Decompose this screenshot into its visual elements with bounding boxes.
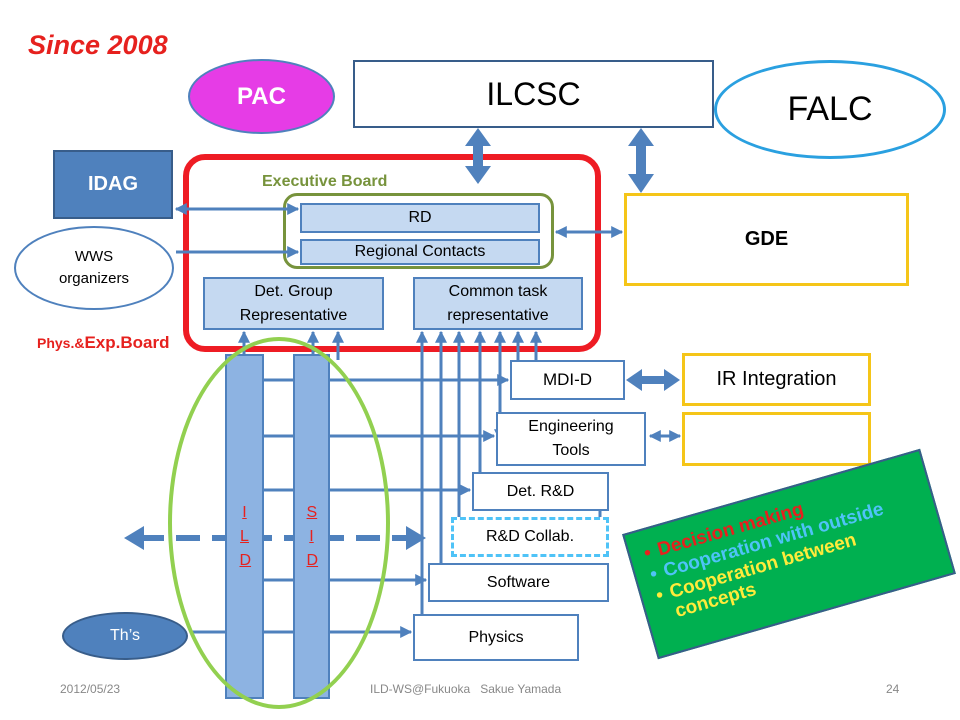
idag-node: IDAG	[53, 150, 173, 219]
phys-board-prefix: Phys.&	[37, 335, 85, 351]
ilcsc-node: ILCSC	[353, 60, 714, 128]
concepts-ellipse	[168, 337, 390, 709]
det-group-representative-node: Det. Group Representative	[203, 277, 384, 330]
ir-integration-node: IR Integration	[682, 353, 871, 406]
det-rd-node: Det. R&D	[472, 472, 609, 511]
physics-node: Physics	[413, 614, 579, 661]
regional-contacts-node: Regional Contacts	[300, 239, 540, 265]
engineering-side-box	[682, 412, 871, 466]
common-task-representative-node: Common task representative	[413, 277, 583, 330]
ths-node: Th’s	[62, 612, 188, 660]
wws-organizers-node: WWS organizers	[14, 226, 174, 310]
footer-page-number: 24	[886, 682, 900, 696]
footer-date: 2012/05/23	[60, 682, 121, 696]
executive-board-label: Executive Board	[262, 173, 388, 190]
pac-node: PAC	[188, 59, 335, 134]
engineering-tools-node: Engineering Tools	[496, 412, 646, 466]
phys-board-suffix: Exp.Board	[84, 333, 170, 352]
ilcsc-executive-arrow	[465, 128, 491, 184]
rd-collab-node: R&D Collab.	[451, 517, 609, 557]
ilcsc-gde-arrow	[628, 128, 654, 193]
slide-title: Since 2008	[28, 30, 168, 60]
mdi-ir-arrow	[626, 369, 680, 391]
mdi-d-node: MDI-D	[510, 360, 625, 400]
phys-exp-board-label: Phys.&Exp.Board	[37, 333, 170, 353]
footer-event: ILD-WS@Fukuoka Sakue Yamada	[370, 682, 562, 696]
gde-node: GDE	[624, 193, 909, 286]
falc-node: FALC	[714, 60, 946, 159]
rd-node: RD	[300, 203, 540, 233]
rd-group-frame	[283, 193, 554, 269]
software-node: Software	[428, 563, 609, 602]
